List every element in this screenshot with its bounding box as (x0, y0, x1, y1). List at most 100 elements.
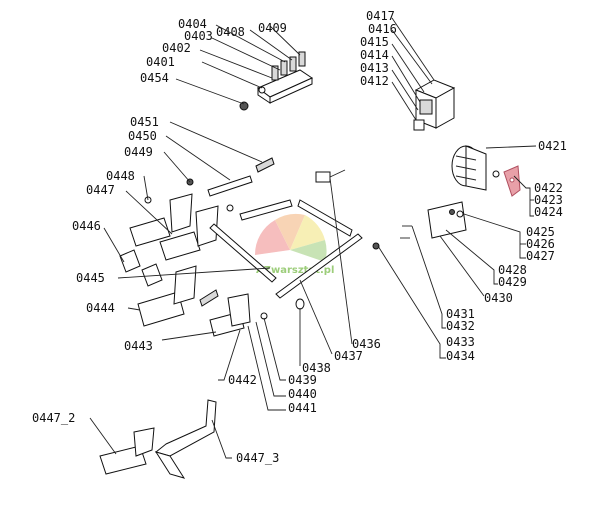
label-0416: 0416 (368, 22, 397, 36)
rod-0436 (297, 199, 353, 237)
label-0446: 0446 (72, 219, 101, 233)
label-0415: 0415 (360, 35, 389, 49)
label-0404: 0404 (178, 17, 207, 31)
solenoid-mount (413, 119, 425, 131)
bar-0450 (207, 175, 253, 197)
link-rods (275, 169, 363, 299)
label-0401: 0401 (146, 55, 175, 69)
valve-block (239, 51, 314, 111)
label-0422: 0422 (534, 181, 563, 195)
label-0447: 0447 (86, 183, 115, 197)
pedal-pad-0447-2 (99, 445, 147, 475)
valve-spool-2 (280, 60, 288, 76)
motor-rib (455, 175, 477, 181)
bracket-hole (509, 177, 515, 183)
leader-lines (89, 17, 537, 459)
nut-0454 (239, 101, 249, 111)
label-0430: 0430 (484, 291, 513, 305)
valve-port (258, 86, 266, 94)
watermark-segment-yellow (290, 215, 325, 250)
watermark-text: AZwarsztat.pl (256, 265, 334, 276)
pedal-group-lower (137, 265, 305, 337)
pedal-lever-0447-3 (154, 399, 217, 457)
label-0451: 0451 (130, 115, 159, 129)
pedal-arm-0447-2 (133, 427, 155, 457)
label-0403: 0403 (184, 29, 213, 43)
bar-0450b (239, 199, 293, 221)
pedal-pad-0444 (137, 291, 185, 327)
label-0424: 0424 (534, 205, 563, 219)
motor-rib (455, 155, 477, 161)
label-0441: 0441 (288, 401, 317, 415)
label-0409: 0409 (258, 21, 287, 35)
pedal-foot-0447-3 (154, 451, 186, 479)
label-0413: 0413 (360, 61, 389, 75)
label-0450: 0450 (128, 129, 157, 143)
label-0433: 0433 (446, 335, 475, 349)
label-0434: 0434 (446, 349, 475, 363)
screw-0425 (449, 209, 455, 215)
pedal-0447-2 (99, 427, 155, 475)
solenoid-assembly (413, 79, 456, 131)
mounting-plate (372, 201, 467, 250)
bushing-0446 (119, 249, 141, 273)
rod-0437 (275, 233, 363, 299)
label-0427: 0427 (526, 249, 555, 263)
label-0439: 0439 (288, 373, 317, 387)
pedal-pad-2 (159, 231, 201, 261)
ring-0438 (295, 298, 305, 310)
watermark-segment-green (290, 240, 327, 262)
valve-body-front (269, 77, 313, 104)
label-0402: 0402 (162, 41, 191, 55)
spring-0444 (199, 289, 219, 307)
label-0408: 0408 (216, 25, 245, 39)
label-0426: 0426 (526, 237, 555, 251)
pedal-bracket-0442 (227, 293, 251, 327)
washer (226, 204, 234, 212)
clevis-pin (329, 169, 346, 178)
solenoid-right (435, 87, 455, 129)
pedal-arm-1 (169, 193, 193, 233)
plate (427, 201, 467, 239)
label-0428: 0428 (498, 263, 527, 277)
pedal-group-upper (119, 193, 277, 287)
label-0448: 0448 (106, 169, 135, 183)
pedal-pad-1 (129, 217, 171, 247)
part-labels: 0404 0403 0408 0409 0402 0401 0454 0417 … (32, 9, 567, 465)
bushing-0445 (141, 263, 163, 287)
label-0432: 0432 (446, 319, 475, 333)
watermark-segment-orange (275, 213, 305, 250)
valve-spool-4 (298, 51, 306, 67)
pedal-arm-0444 (173, 265, 197, 305)
pedal-shaft-0445 (209, 223, 277, 283)
label-0447-2: 0447_2 (32, 411, 75, 425)
label-0431: 0431 (446, 307, 475, 321)
label-0449: 0449 (124, 145, 153, 159)
label-0425: 0425 (526, 225, 555, 239)
label-0445: 0445 (76, 271, 105, 285)
washer-0422 (492, 170, 500, 178)
label-0437: 0437 (334, 349, 363, 363)
label-0444: 0444 (86, 301, 115, 315)
upper-linkage (144, 157, 293, 221)
label-0438: 0438 (302, 361, 331, 375)
label-0436: 0436 (352, 337, 381, 351)
spring-0451 (255, 157, 275, 173)
motor-rib (455, 165, 477, 171)
label-0429: 0429 (498, 275, 527, 289)
label-0454: 0454 (140, 71, 169, 85)
washer-0426 (456, 210, 464, 218)
pedal-0447-3 (154, 399, 217, 479)
motor-body (465, 145, 487, 191)
label-0417: 0417 (366, 9, 395, 23)
valve-spool-3 (289, 56, 297, 72)
watermark-logo (254, 213, 327, 262)
watermark-segment-red (254, 220, 290, 255)
label-0414: 0414 (360, 48, 389, 62)
label-0423: 0423 (534, 193, 563, 207)
label-0421: 0421 (538, 139, 567, 153)
label-0440: 0440 (288, 387, 317, 401)
solenoid-coil (419, 99, 433, 115)
